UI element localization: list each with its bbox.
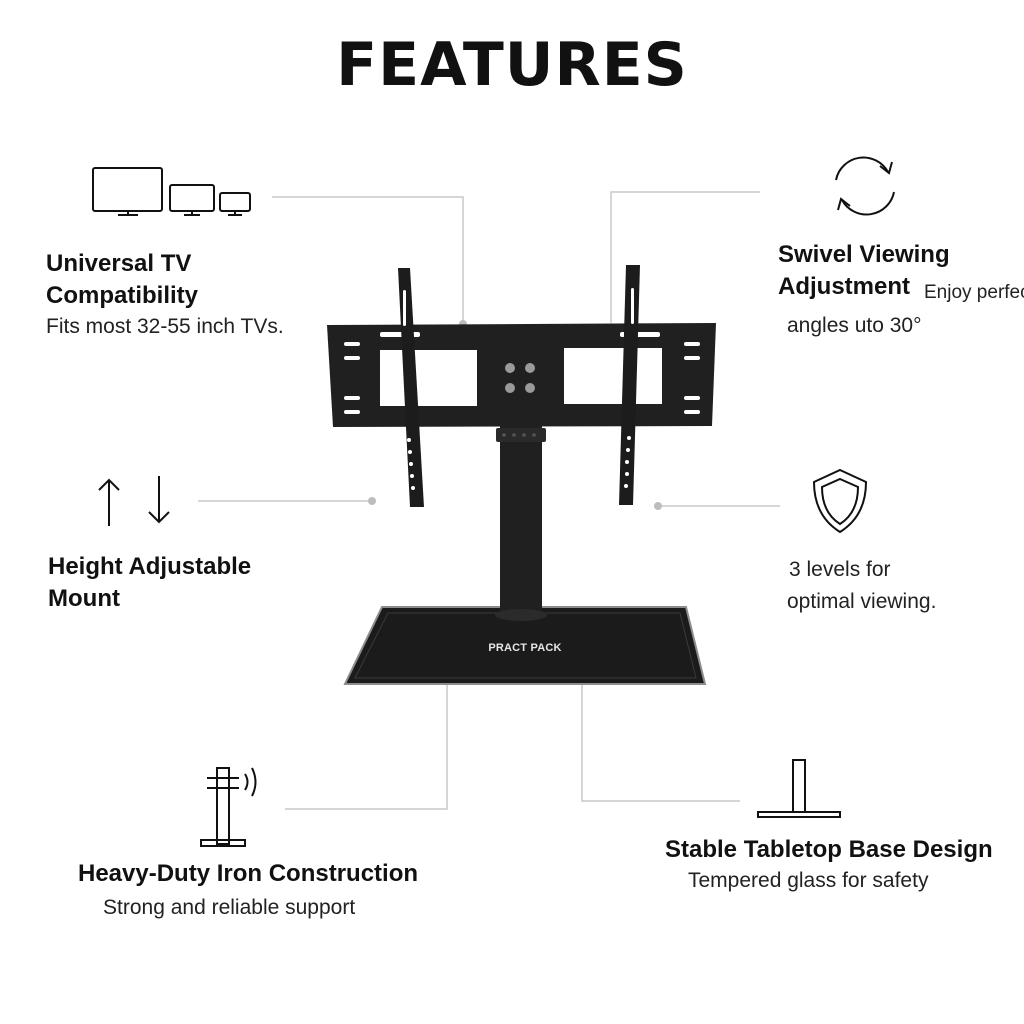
- swivel-description: angles uto 30°: [787, 314, 922, 337]
- iron-description: Strong and reliable support: [103, 896, 356, 919]
- leader-line-swivel: [610, 191, 760, 323]
- levels-description-line2: optimal viewing.: [787, 590, 937, 613]
- tv-sizes-icon: [92, 167, 251, 216]
- levels-description-line1: 3 levels for: [789, 558, 891, 581]
- center-bolts: [505, 363, 535, 393]
- universal-title-line2: Compatibility: [46, 282, 199, 309]
- height-title-line2: Mount: [48, 585, 120, 612]
- swivel-description-inline: Enjoy perfec: [924, 282, 1024, 303]
- strength-post-icon: [200, 767, 257, 847]
- plate-window-right: [564, 348, 662, 404]
- universal-description: Fits most 32-55 inch TVs.: [46, 315, 284, 338]
- rotate-arrows-icon: [835, 156, 895, 216]
- universal-title-line1: Universal TV: [46, 250, 192, 277]
- shield-icon: [812, 468, 868, 534]
- leader-dot: [654, 502, 662, 510]
- swivel-title-line1: Swivel Viewing: [778, 241, 950, 268]
- vesa-arm-right: [619, 265, 640, 505]
- tv-stand-image: [327, 265, 716, 685]
- plate-window-left: [380, 350, 477, 406]
- swivel-title-line2: Adjustment: [778, 273, 910, 300]
- page-title: FEATURES: [336, 30, 688, 100]
- pole-collar: [495, 609, 547, 621]
- stand-pole: [500, 418, 542, 618]
- leader-line-universal: [272, 196, 464, 323]
- vesa-arm-left: [398, 268, 424, 507]
- leader-line-base: [581, 662, 740, 802]
- leader-dot: [368, 497, 376, 505]
- leader-line-iron: [285, 656, 448, 810]
- glass-base-edge: [354, 612, 697, 679]
- iron-title: Heavy-Duty Iron Construction: [78, 860, 419, 887]
- up-down-arrows-icon: [98, 476, 170, 526]
- base-description: Tempered glass for safety: [688, 869, 929, 892]
- height-title-line1: Height Adjustable: [48, 553, 252, 580]
- tabletop-base-icon: [757, 759, 841, 818]
- glass-base: [343, 606, 707, 685]
- base-brand-label: PRACT PACK: [488, 642, 562, 654]
- base-title: Stable Tabletop Base Design: [665, 836, 993, 863]
